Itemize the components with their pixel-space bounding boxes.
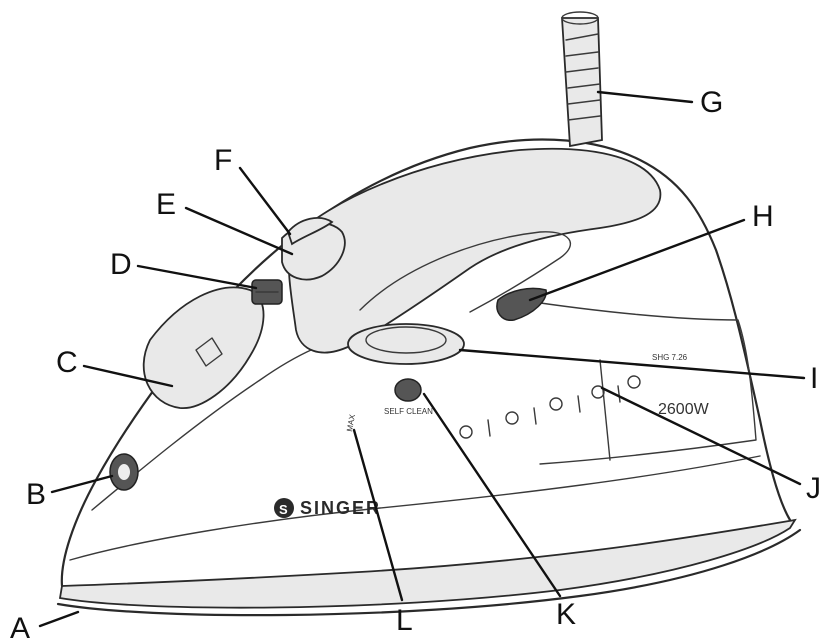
body-lower-contour — [69, 455, 761, 561]
brand-logo-letter: S — [279, 502, 288, 517]
self-clean-button — [394, 378, 422, 402]
brand-name: SINGER — [300, 498, 381, 518]
indicator-light — [496, 287, 547, 321]
cord-guard — [561, 17, 603, 148]
rear-panel — [519, 299, 757, 465]
self-clean-text: SELF CLEAN — [384, 407, 433, 416]
callout-D: D — [110, 248, 132, 281]
callout-A: A — [10, 612, 30, 640]
scale-divider — [533, 407, 537, 425]
callout-G: G — [700, 86, 723, 119]
leader-C — [82, 364, 174, 388]
leader-B — [50, 474, 114, 494]
handle — [287, 147, 662, 354]
panel-divider — [599, 359, 611, 461]
leader-F — [238, 166, 292, 236]
leader-lines — [38, 90, 806, 628]
leader-D — [136, 264, 258, 290]
temperature-scale — [459, 375, 641, 439]
leader-K — [422, 392, 562, 598]
leader-J — [600, 386, 802, 486]
max-level-mark: MAX — [345, 413, 357, 432]
setting-icon-wool — [549, 397, 563, 411]
cord-guard-ribs — [565, 33, 601, 121]
water-tank-window — [142, 286, 265, 409]
wattage-text: 2600W — [658, 401, 710, 418]
soleplate — [58, 518, 797, 609]
callout-L: L — [396, 604, 413, 637]
leader-E — [184, 206, 294, 256]
leader-L — [352, 428, 404, 602]
setting-icon-cotton — [591, 385, 605, 399]
callout-C: C — [56, 346, 78, 379]
temperature-dial — [347, 323, 465, 365]
callout-F: F — [214, 144, 232, 177]
callout-J: J — [806, 472, 821, 505]
leader-I — [458, 348, 806, 380]
burst-button — [286, 217, 334, 246]
handle-hole — [359, 231, 572, 313]
cord-guard-top — [561, 11, 599, 25]
scale-divider — [487, 419, 491, 437]
brand-logo — [274, 498, 294, 518]
callout-I: I — [810, 362, 818, 395]
callout-H: H — [752, 200, 774, 233]
spray-nozzle-icon — [195, 337, 223, 367]
spray-nozzle-hole — [118, 464, 130, 480]
iron-body-outline — [60, 138, 792, 588]
scale-divider — [577, 395, 581, 413]
scale-divider — [617, 385, 621, 403]
leader-A — [38, 610, 80, 628]
callout-K: K — [556, 598, 576, 631]
model-number: SHG 7.26 — [652, 353, 688, 362]
setting-icon-synthetic — [459, 425, 473, 439]
callout-E: E — [156, 188, 176, 221]
temperature-dial-top — [365, 326, 447, 354]
leader-G — [596, 90, 694, 104]
leader-H — [528, 218, 746, 302]
callout-B: B — [26, 478, 46, 511]
soleplate-edge — [56, 528, 802, 617]
setting-icon-linen — [627, 375, 641, 389]
setting-icon-silk — [505, 411, 519, 425]
